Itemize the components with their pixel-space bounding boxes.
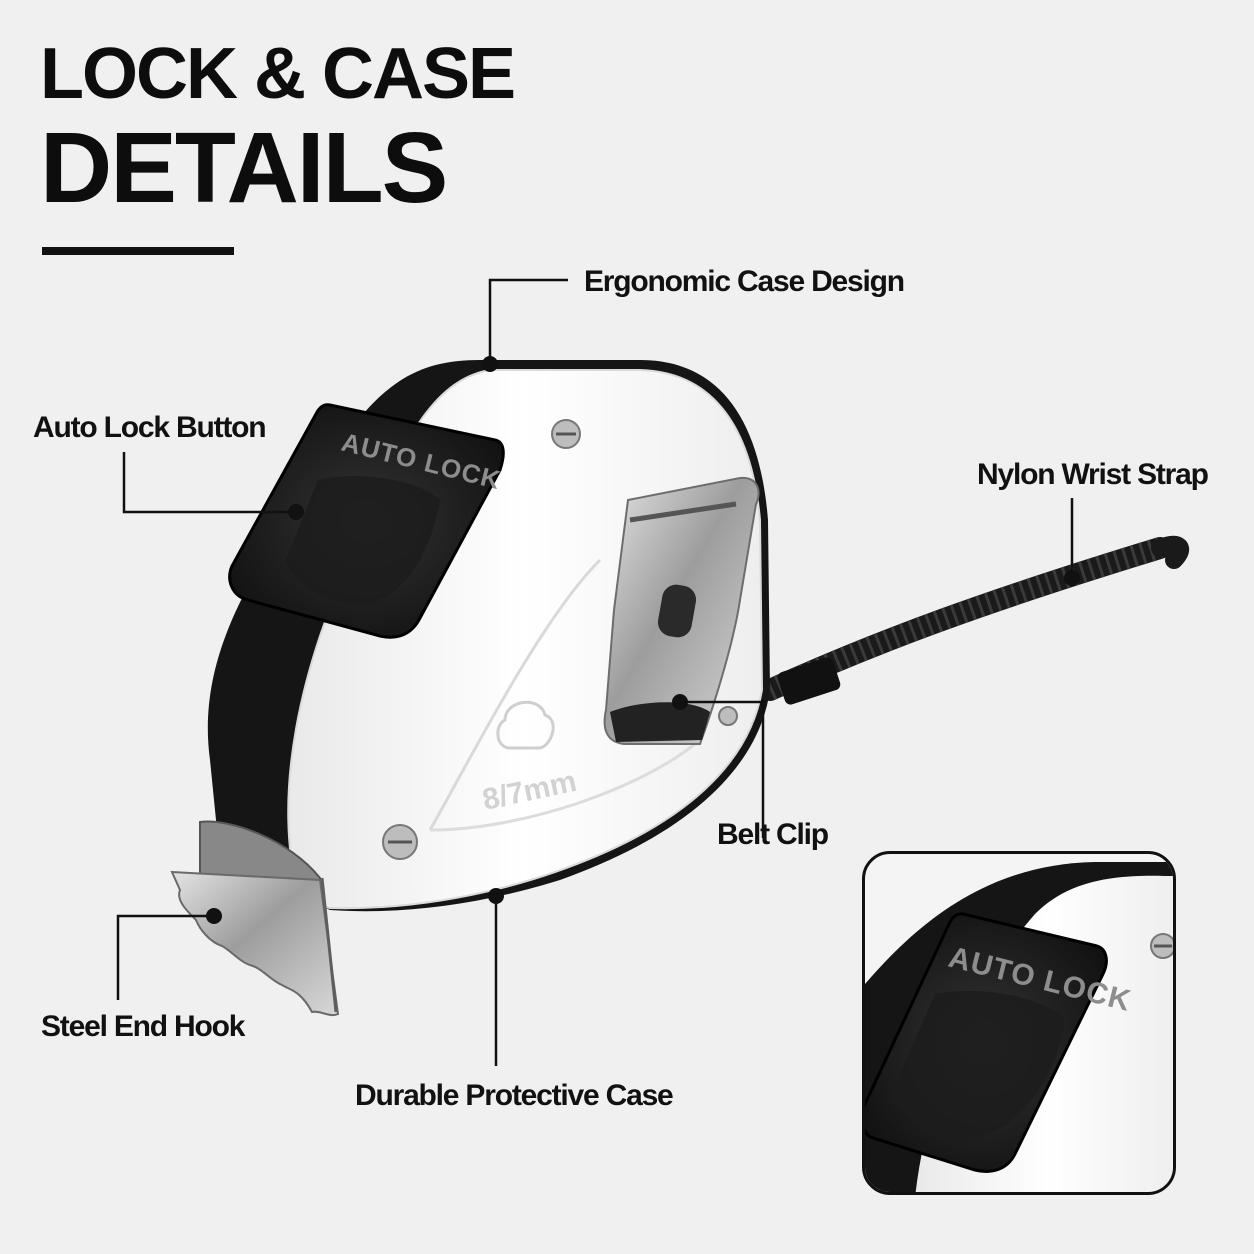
title-line-1: LOCK & CASE	[40, 34, 516, 114]
title-underline	[42, 247, 234, 255]
steel-end-hook	[170, 820, 340, 1017]
callout-auto-lock-button: Auto Lock Button	[33, 411, 267, 444]
callout-dots	[206, 356, 1080, 924]
title-line-2: DETAILS	[40, 112, 448, 224]
auto-lock-button: AUTO LOCK	[228, 403, 505, 639]
wrist-strap	[759, 535, 1190, 705]
callout-belt-clip: Belt Clip	[717, 818, 829, 851]
inset-closeup-illustration: AUTO LOCK	[865, 862, 1173, 1192]
callout-durable-protective-case: Durable Protective Case	[355, 1079, 674, 1112]
belt-clip	[603, 476, 760, 745]
callout-leaders	[116, 278, 1074, 1066]
callout-ergonomic-case-design: Ergonomic Case Design	[584, 265, 905, 298]
callout-nylon-wrist-strap: Nylon Wrist Strap	[977, 458, 1209, 491]
inset-closeup-frame: AUTO LOCK	[862, 851, 1176, 1195]
case-screws	[382, 419, 738, 860]
callout-steel-end-hook: Steel End Hook	[41, 1010, 245, 1043]
